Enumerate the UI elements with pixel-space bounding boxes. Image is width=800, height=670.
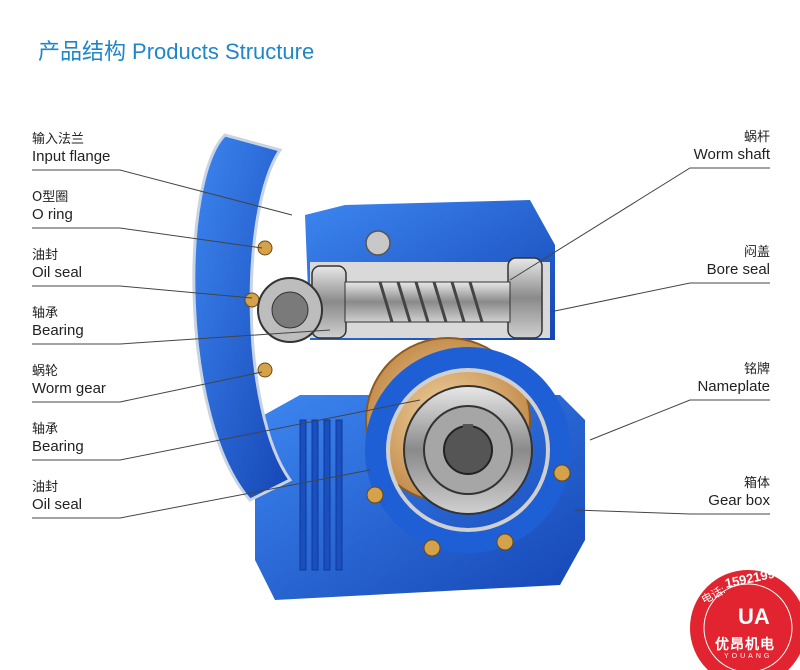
leader-lines — [32, 167, 770, 519]
label-worm-shaft: 蜗杆 Worm shaft — [693, 130, 770, 164]
housing-fins — [299, 419, 343, 571]
label-bearing-worm: 轴承 Bearing — [32, 306, 84, 340]
input-flange — [192, 133, 293, 502]
label-input-flange: 输入法兰 Input flange — [32, 132, 111, 166]
label-oil-seal-input: 油封 Oil seal — [32, 248, 83, 282]
flange-bolts — [244, 240, 273, 378]
stamp-logo-mark: UA — [738, 604, 770, 629]
stamp-brand-cn: 优昂机电 — [715, 637, 775, 653]
worm-threads — [378, 281, 484, 323]
output-flange-ring — [365, 347, 571, 553]
vent-plug — [365, 230, 391, 256]
output-bolts — [366, 464, 571, 557]
label-bearing-output: 轴承 Bearing — [32, 422, 84, 456]
title-cn: 产品结构 — [38, 40, 127, 65]
input-bore — [271, 291, 309, 329]
stamp-brand-en: YOUANG — [724, 653, 773, 660]
keyway — [463, 424, 473, 432]
company-stamp: 电话: 15921994471 UA — [690, 566, 800, 670]
label-worm-gear: 蜗轮 Worm gear — [32, 364, 106, 398]
label-nameplate: 铭牌 Nameplate — [697, 362, 770, 396]
worm-bearing-right — [507, 257, 543, 339]
label-gear-box: 箱体 Gear box — [708, 476, 770, 510]
label-bore-seal: 闷盖 Bore seal — [706, 245, 770, 279]
output-bore — [443, 425, 493, 475]
title-en: Products Structure — [132, 39, 315, 64]
label-o-ring: O型圈 O ring — [32, 190, 73, 224]
label-oil-seal-output: 油封 Oil seal — [32, 480, 83, 514]
